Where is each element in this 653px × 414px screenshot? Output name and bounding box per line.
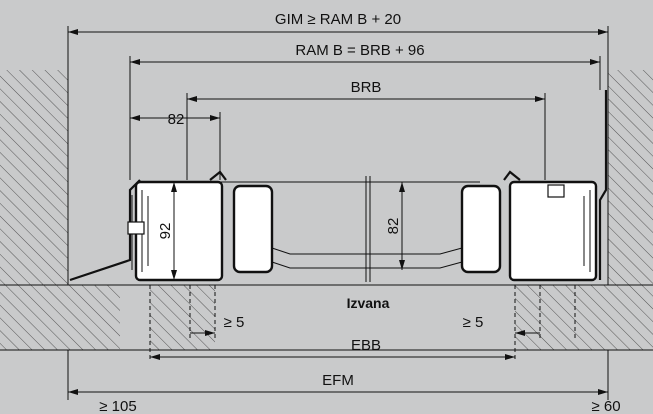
dim-ram-b: RAM B = BRB + 96 <box>295 42 424 59</box>
dim-brb: BRB <box>351 79 382 96</box>
dimension-lines <box>67 26 609 400</box>
left-sash-profile <box>127 170 274 282</box>
right-sash-profile <box>460 170 598 282</box>
dim-gim: GIM ≥ RAM B + 20 <box>275 11 401 28</box>
reveal-dashed-lines <box>149 285 576 360</box>
dim-offset-right: ≥ 60 <box>591 398 620 414</box>
dim-offset-left: ≥ 105 <box>99 398 136 414</box>
dimension-arrows <box>68 29 608 395</box>
dim-efm: EFM <box>322 372 354 389</box>
dim-sash-width: 82 <box>168 111 185 128</box>
dim-gap-left: ≥ 5 <box>224 314 245 331</box>
dim-gap-right: ≥ 5 <box>463 314 484 331</box>
dim-glass-height: 82 <box>385 218 402 235</box>
dim-ebb: EBB <box>351 337 381 354</box>
label-outside: Izvana <box>347 295 390 311</box>
wall-hatching <box>0 70 653 351</box>
dim-sash-height: 92 <box>157 223 174 240</box>
glass-track <box>271 176 463 282</box>
